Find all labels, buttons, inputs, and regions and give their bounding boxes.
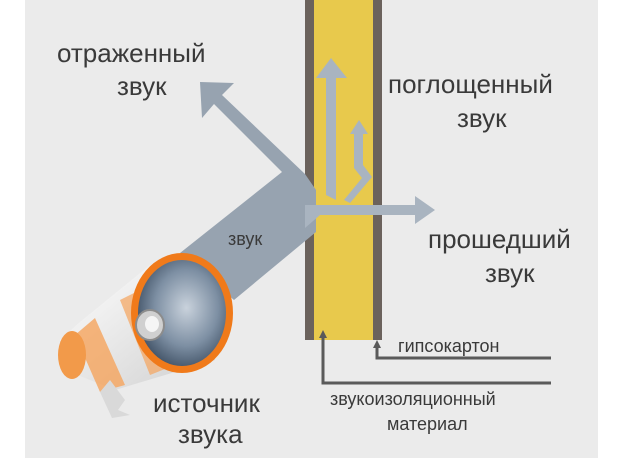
incident-and-reflected-arrow <box>180 82 316 300</box>
drywall-right <box>373 0 382 340</box>
source-label-2: звука <box>178 419 243 449</box>
transmitted-label-1: прошедший <box>428 224 571 254</box>
insulation-label-2: материал <box>387 414 468 434</box>
reflected-label-1: отраженный <box>57 38 206 68</box>
absorbed-label-2: звук <box>457 103 507 133</box>
wall <box>305 0 382 340</box>
source-label-1: источник <box>153 388 260 418</box>
reflected-label-2: звук <box>117 71 167 101</box>
absorbed-arrow <box>316 58 347 200</box>
megaphone-icon <box>58 253 233 418</box>
drywall-leader <box>375 346 551 360</box>
drywall-left <box>305 0 314 340</box>
drywall-leader-arrowhead <box>373 340 381 348</box>
transmitted-arrow <box>305 196 435 228</box>
absorbed-small-arrow <box>344 120 372 203</box>
insulation-leader-arrowhead <box>319 330 327 338</box>
drywall-label: гипсокартон <box>398 336 499 356</box>
transmitted-label-2: звук <box>485 258 535 288</box>
insulation-leader <box>321 336 551 385</box>
insulation-label-1: звукоизоляционный <box>330 389 496 409</box>
absorbed-label-1: поглощенный <box>388 69 553 99</box>
beam-label: звук <box>228 229 262 249</box>
